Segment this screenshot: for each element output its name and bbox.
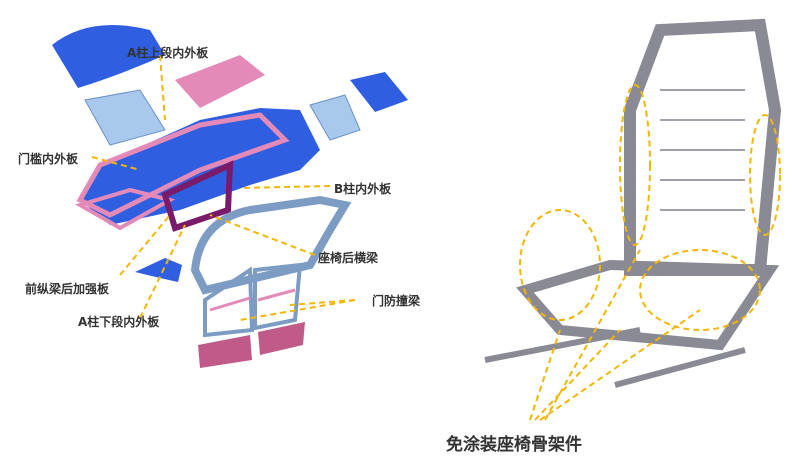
trunk-lid [350, 72, 408, 112]
label-front-rail-rear-reinforcement: 前纵梁后加强板 [25, 282, 110, 296]
seat-cushion-frame [516, 259, 780, 351]
label-a-pillar-lower: A柱下段内外板 [78, 315, 160, 329]
label-b-pillar: B柱内外板 [334, 182, 392, 196]
door-beam [257, 288, 296, 302]
door-beam [209, 296, 251, 312]
car-body-exploded-view [52, 25, 408, 368]
rear-structure [309, 94, 361, 141]
seat-frame-caption: 免涂装座椅骨架件 [446, 435, 582, 455]
seat-back-frame [624, 18, 782, 276]
hood-panel [52, 25, 165, 88]
side-panel [190, 195, 352, 295]
rear-door-frame [253, 262, 303, 331]
label-seat-rear-beam: 座椅后横梁 [318, 251, 379, 265]
front-door-frame [203, 266, 255, 338]
fender [135, 258, 182, 282]
label-a-pillar-upper: A柱上段内外板 [127, 46, 209, 60]
label-door-sill: 门槛内外板 [18, 152, 79, 166]
b-pillar-purple [161, 160, 234, 232]
seat-rails [484, 327, 746, 388]
rear-door-outer [258, 322, 305, 355]
seat-springs [660, 89, 745, 211]
roof-panel [175, 55, 265, 108]
front-structure [84, 89, 166, 146]
body-pink-frame [76, 112, 290, 218]
label-door-impact-beam: 门防撞梁 [372, 294, 421, 308]
front-door-outer [198, 335, 252, 368]
front-rail [74, 187, 176, 231]
seat-frame-illustration [484, 18, 782, 388]
leader-lines [91, 54, 781, 421]
body-in-white [80, 108, 320, 225]
